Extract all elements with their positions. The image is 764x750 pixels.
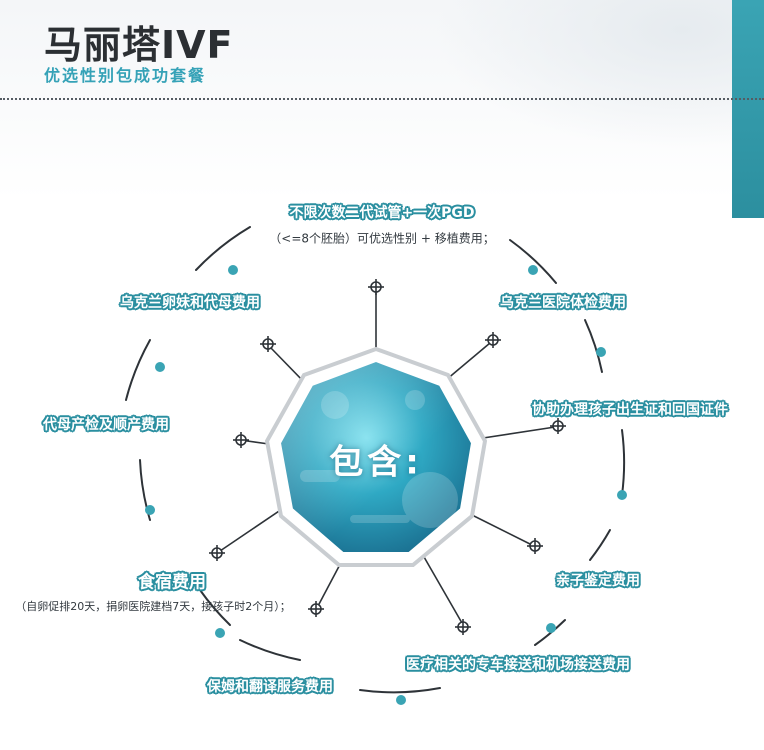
- ring-arc: [509, 239, 557, 284]
- item-accommodation: 食宿费用: [138, 572, 206, 593]
- ring-dot: [546, 623, 556, 633]
- ring-arc: [621, 429, 626, 496]
- item-accommodation-note: （自卵促排20天，捐卵医院建档7天，接孩子时2个月）；: [15, 600, 291, 613]
- spoke: [219, 504, 289, 552]
- item-egg-donor-surrogate: 乌克兰卵妹和代母费用: [120, 295, 260, 311]
- ring-dot: [215, 628, 225, 638]
- ring-arc: [195, 226, 251, 271]
- page-title: 马丽塔IVF: [44, 23, 234, 67]
- ring-arc: [589, 529, 611, 561]
- ring-dot: [617, 490, 627, 500]
- ring-arc: [125, 339, 151, 401]
- node-icon: [368, 279, 384, 295]
- item-paternity-test: 亲子鉴定费用: [556, 573, 640, 589]
- node-icon: [209, 545, 225, 561]
- item-surrogate-checkup-delivery: 代母产检及顺产费用: [43, 417, 169, 433]
- core-sheen: [280, 361, 472, 553]
- node-icon: [455, 619, 471, 635]
- connector-nodes: [209, 279, 566, 635]
- outer-ring: [125, 226, 626, 694]
- node-icon: [550, 418, 566, 434]
- ring-arc: [199, 589, 231, 626]
- item-birth-certificate: 协助办理孩子出生证和回国证件: [532, 402, 728, 418]
- node-icon: [233, 432, 249, 448]
- node-icon: [260, 336, 276, 352]
- ring-dot: [528, 265, 538, 275]
- node-icon: [527, 538, 543, 554]
- item-ivf-pgd: 不限次数二代试管+一次PGD: [289, 205, 475, 221]
- ring-dots: [145, 265, 627, 705]
- spoke: [269, 346, 307, 385]
- item-transfer-service: 医疗相关的专车接送和机场接送费用: [406, 657, 630, 673]
- header-sheen: [434, 0, 764, 150]
- ring-dot: [596, 347, 606, 357]
- item-ivf-pgd-note: （<=8个胚胎）可优选性别 + 移植费用；: [269, 231, 495, 246]
- core-texture: [300, 390, 458, 528]
- item-nanny-translator: 保姆和翻译服务费用: [207, 679, 333, 695]
- node-icon: [308, 601, 324, 617]
- ring-dot: [145, 505, 155, 515]
- center-label: 包含:: [329, 442, 423, 483]
- dotted-divider: [0, 98, 764, 100]
- ring-dot: [228, 265, 238, 275]
- ring-arc: [534, 619, 566, 646]
- spoke: [419, 549, 463, 624]
- ring-dot: [396, 695, 406, 705]
- item-ukraine-hospital-checkup: 乌克兰医院体检费用: [500, 295, 626, 311]
- page-subtitle: 优选性别包成功套餐: [44, 66, 207, 85]
- ring-arc: [359, 687, 441, 694]
- ring-arc: [239, 639, 301, 661]
- side-tab: [732, 0, 764, 218]
- ring-arc: [139, 459, 151, 521]
- ring-dot: [155, 362, 165, 372]
- ring-arc: [584, 319, 603, 373]
- node-icon: [485, 332, 501, 348]
